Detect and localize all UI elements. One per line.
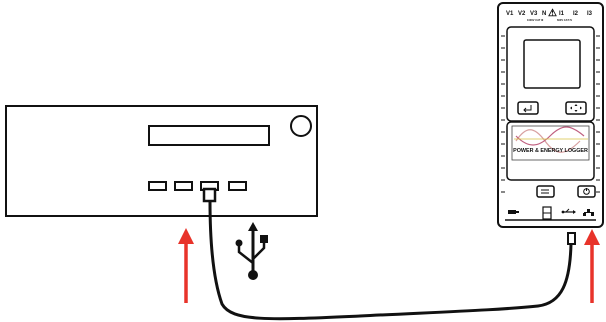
usb-cable (208, 200, 573, 321)
product-label: POWER & ENERGY LOGGER (513, 148, 588, 154)
terminal-label-n: N (542, 11, 546, 17)
waveform-graphic (514, 126, 588, 153)
logger-usb-plug (567, 232, 576, 245)
arrow-to-logger-port (584, 229, 600, 303)
terminal-label-v1: V1 (506, 11, 514, 17)
computer-usb-port-1 (148, 181, 167, 191)
current-rating-text: 600V CAT IV (557, 18, 572, 22)
waveform-line-2 (515, 126, 585, 146)
warning-icon: ⚠ (548, 8, 557, 19)
logger-screen (523, 39, 581, 89)
logger-right-grip (596, 35, 600, 193)
enter-icon (523, 105, 532, 113)
logger-navigation-button[interactable] (565, 101, 587, 115)
power-icon (583, 188, 590, 195)
terminal-label-v2: V2 (518, 11, 526, 17)
terminal-label-i2: I2 (573, 11, 579, 17)
terminal-label-i3: I3 (587, 11, 593, 17)
computer-body (5, 105, 318, 217)
arrow-to-computer-port (178, 228, 194, 303)
voltage-rating-text: 1000V CAT III (527, 18, 544, 22)
logger-terminal-labels: V1 V2 V3 N ⚠ I1 I2 I3 1000V CAT III 600V… (506, 8, 593, 22)
logger-left-grip (501, 35, 505, 193)
usb-icon (235, 222, 268, 280)
computer-display-slot (148, 125, 270, 146)
ethernet-icon (583, 209, 594, 216)
computer-usb-port-2 (174, 181, 193, 191)
kensington-slot-icon (508, 210, 519, 214)
logger-rec-button[interactable] (536, 185, 555, 198)
record-icon (541, 189, 549, 194)
computer-usb-plug (202, 187, 217, 203)
computer-power-knob (290, 115, 312, 137)
computer-usb-port-4 (228, 181, 247, 191)
power-energy-logger: V1 V2 V3 N ⚠ I1 I2 I3 1000V CAT III 600V… (497, 2, 604, 245)
logger-power-button[interactable] (577, 185, 596, 198)
sd-card-icon (542, 206, 552, 220)
logger-enter-button[interactable] (517, 101, 539, 115)
terminal-label-i1: I1 (559, 11, 565, 17)
logger-usb-icon (561, 208, 576, 214)
computer-unit (5, 105, 318, 217)
terminal-label-v3: V3 (530, 11, 538, 17)
navigation-arrows-icon (570, 104, 582, 112)
